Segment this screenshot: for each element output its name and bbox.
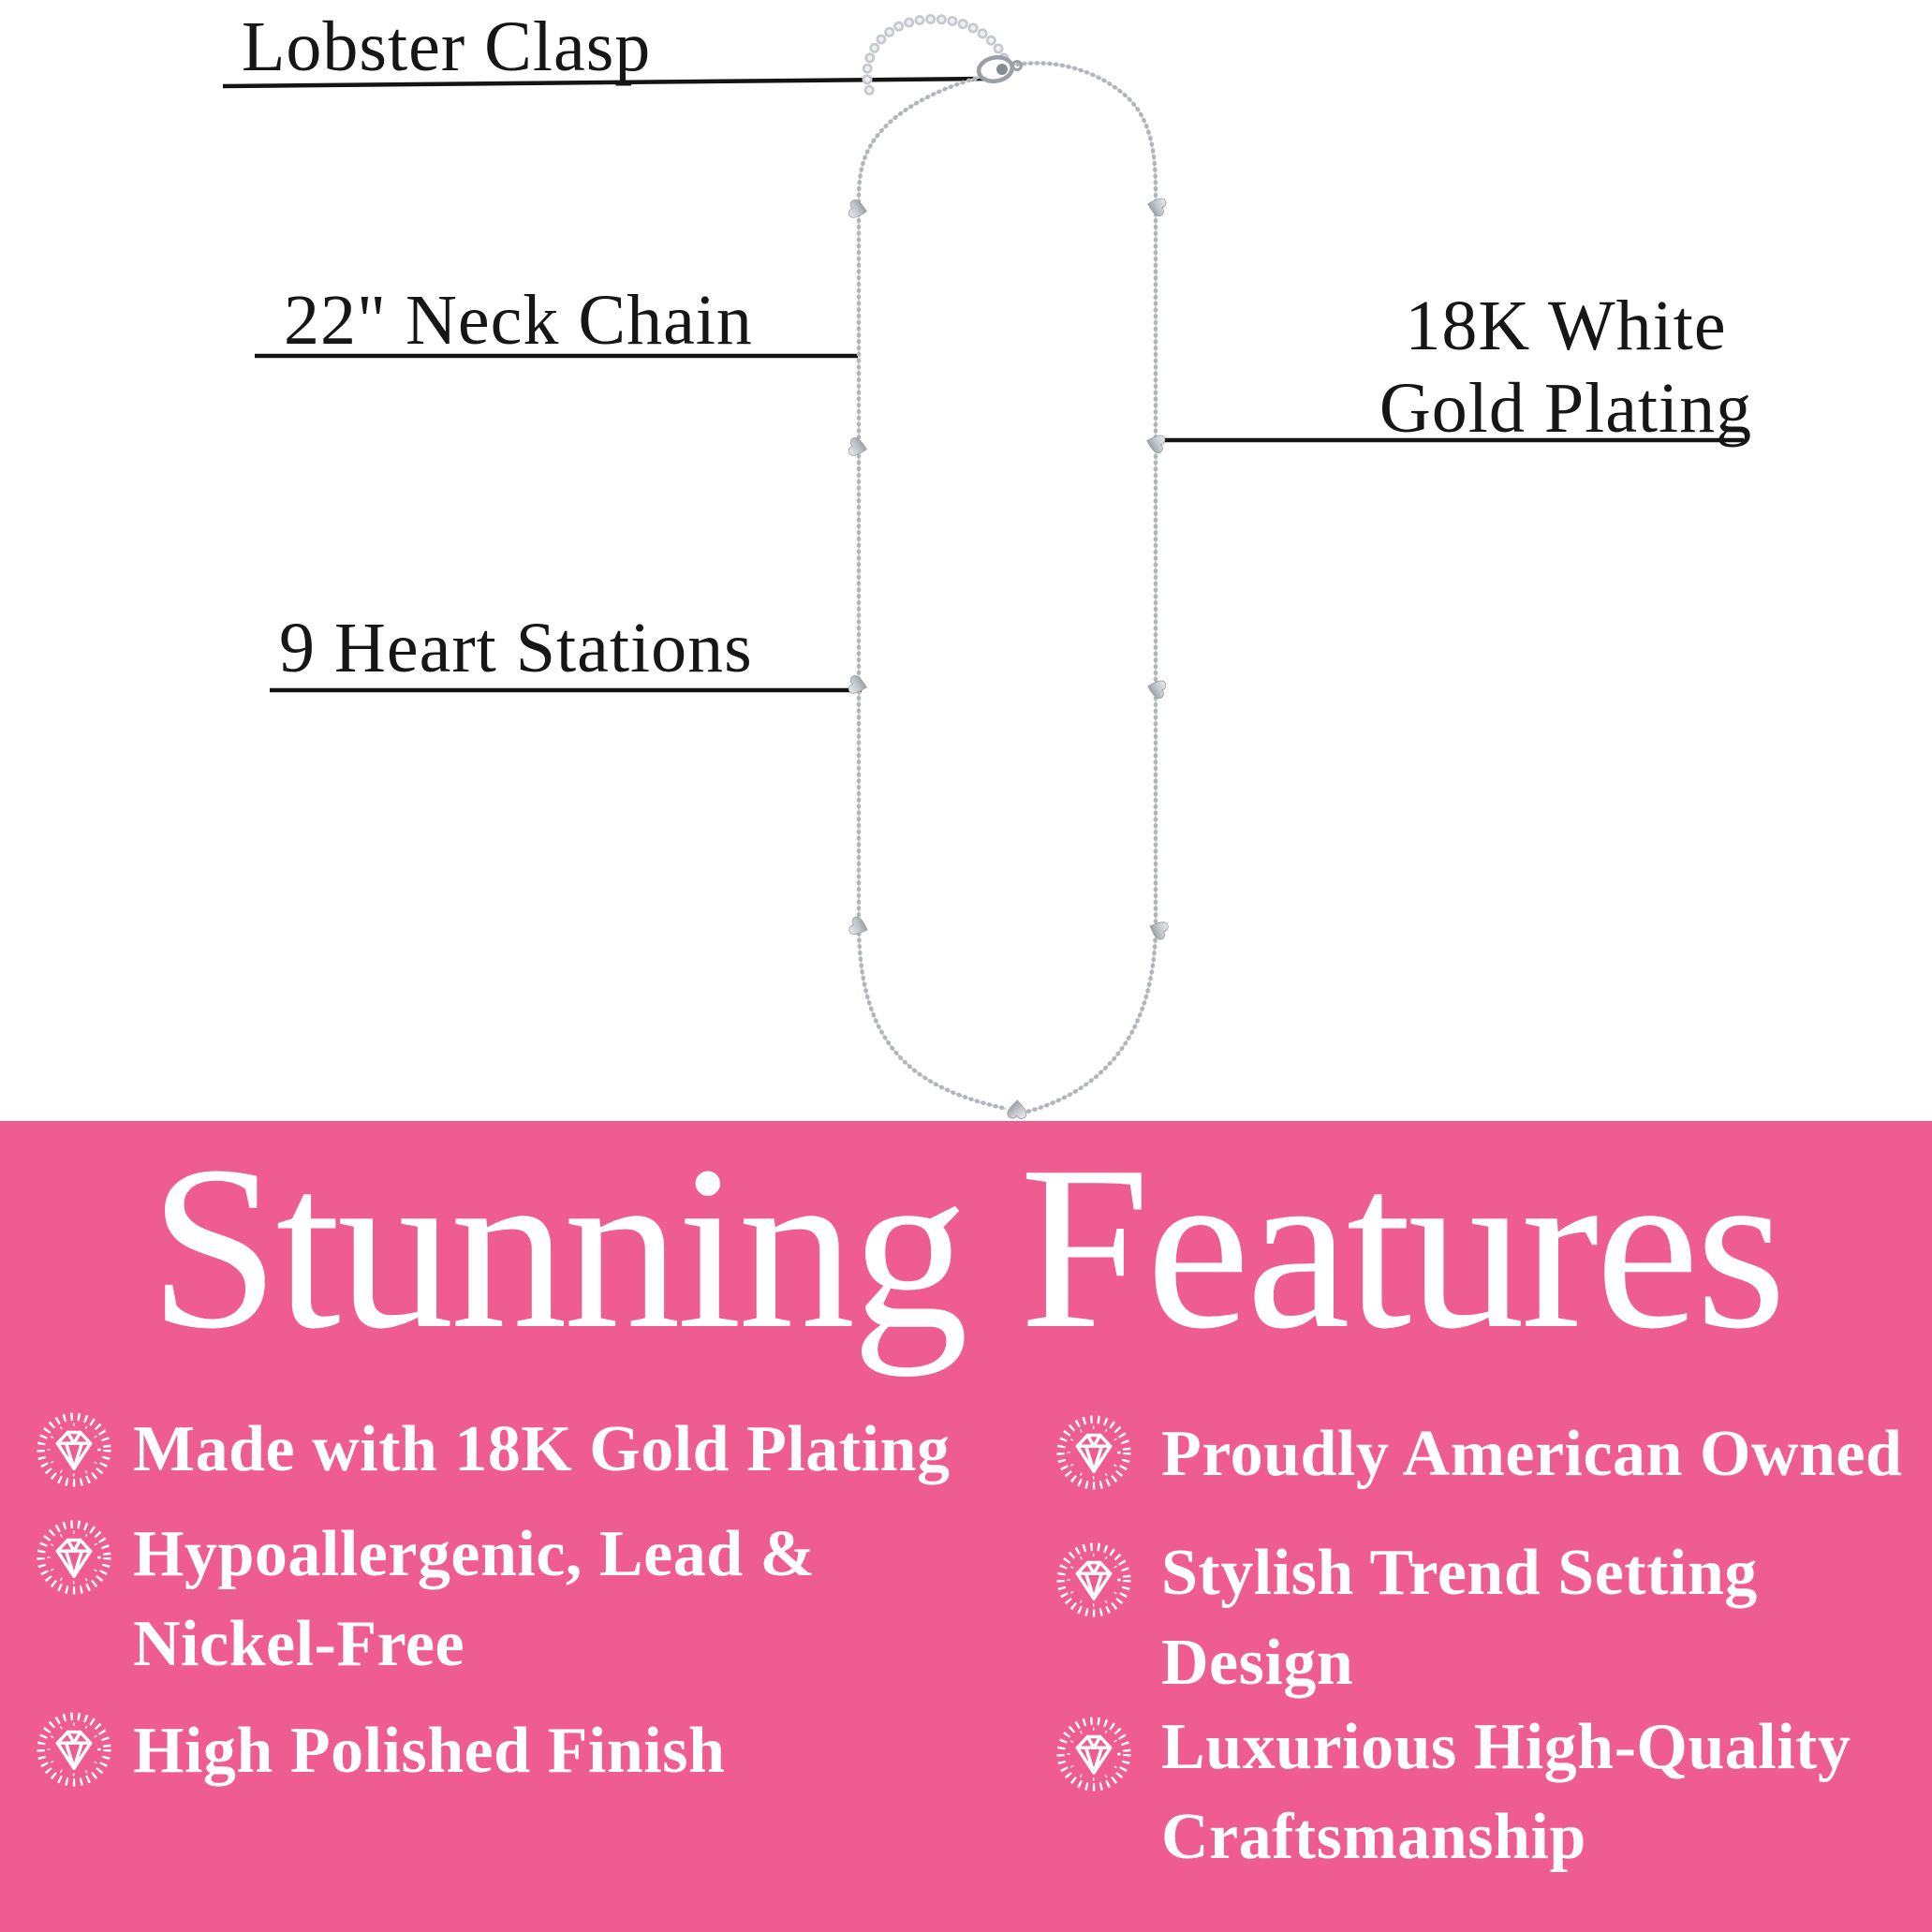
feature-item: Stylish Trend Setting Design [1161,1528,1758,1708]
feature-line: Made with 18K Gold Plating [133,1413,951,1485]
lobster-clasp-icon [976,55,1023,83]
heart-station-icon [1147,918,1170,941]
feature-line: Craftsmanship [1161,1801,1586,1873]
diamond-sparkle-icon [35,1518,113,1597]
connector-line-lobster-clasp [222,76,989,89]
label-lobster-clasp: Lobster Clasp [242,7,652,86]
diamond-sparkle-icon [1054,1541,1133,1619]
diamond-sparkle-icon [35,1410,113,1489]
necklace-illustration [222,14,1744,1121]
label-neck-chain: 22" Neck Chain [284,281,753,360]
necklace-diagram: Lobster Clasp 22" Neck Chain 18K White G… [222,7,1753,1121]
feature-line: Hypoallergenic, Lead & [133,1518,816,1590]
feature-line: Nickel-Free [133,1608,465,1680]
features-title: Stunning Features [149,1118,1786,1378]
feature-line: Proudly American Owned [1161,1418,1903,1490]
label-gold-plating-line1: 18K White [1405,287,1727,365]
chain-right-path [1009,61,1158,1114]
necklace-chain [856,61,1158,1114]
feature-item: Hypoallergenic, Lead & Nickel-Free [133,1510,815,1689]
diamond-sparkle-icon [35,1710,113,1789]
heart-stations [848,196,1169,1119]
label-gold-plating-line2: Gold Plating [1379,369,1753,448]
label-heart-stations: 9 Heart Stations [279,609,753,687]
feature-item: Made with 18K Gold Plating [133,1405,950,1495]
extender-chain [862,14,1010,98]
feature-line: Stylish Trend Setting [1161,1537,1758,1609]
diamond-sparkle-icon [1054,1413,1133,1492]
heart-station-icon [1008,1100,1027,1119]
features-section: Stunning Features [0,1118,1932,1932]
feature-item: High Polished Finish [133,1706,725,1796]
feature-line: Luxurious High-Quality [1161,1711,1851,1783]
feature-line: Design [1161,1627,1354,1699]
chain-left-path [856,74,1010,1112]
feature-item: Proudly American Owned [1161,1409,1902,1499]
feature-line: High Polished Finish [133,1715,726,1787]
diamond-sparkle-icon [1054,1715,1133,1793]
feature-item: Luxurious High-Quality Craftsmanship [1161,1703,1851,1882]
